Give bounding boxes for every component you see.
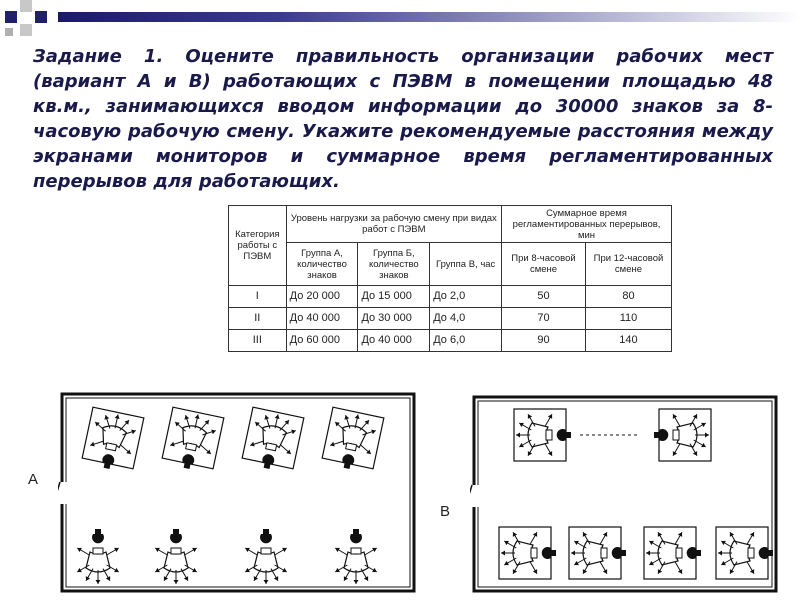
cell-group-v: До 6,0 [429, 329, 503, 352]
header-gradient-bar [58, 12, 800, 22]
header-category: Категория работы с ПЭВМ [228, 205, 287, 286]
cell-12h: 110 [584, 307, 673, 330]
variant-a-label: A [28, 471, 39, 488]
workstation [643, 526, 701, 580]
cell-category: I [228, 285, 287, 308]
workstation [568, 526, 626, 580]
cell-12h: 80 [584, 285, 673, 308]
header-group-v: Группа В, час [429, 242, 503, 286]
cell-group-v: До 2,0 [429, 285, 503, 308]
door-leaf [470, 484, 473, 495]
cell-group-b: До 15 000 [357, 285, 431, 308]
header-load: Уровень нагрузки за рабочую смену при ви… [285, 205, 503, 243]
cell-category: III [228, 329, 287, 352]
header-breaks: Суммарное время регламентированных перер… [501, 205, 672, 243]
workstation [321, 406, 385, 470]
header-group-b: Группа Б, количество знаков [357, 242, 431, 286]
header-8h: При 8-часовой смене [501, 242, 586, 286]
workstation [154, 529, 198, 584]
cell-8h: 70 [501, 307, 586, 330]
task-text: Задание 1. Оцените правильность организа… [33, 46, 773, 192]
variant-b-floor-plan [470, 395, 778, 593]
table-row: I До 20 000 До 15 000 До 2,0 50 80 [228, 285, 673, 308]
cell-group-a: До 40 000 [285, 307, 359, 330]
variant-b-label: B [440, 503, 451, 520]
door-opening [471, 485, 481, 507]
cell-group-b: До 30 000 [357, 307, 431, 330]
workstation [81, 406, 145, 470]
cell-group-b: До 40 000 [357, 329, 431, 352]
cell-group-a: До 20 000 [285, 285, 359, 308]
workstation [513, 408, 571, 462]
workstation [76, 529, 120, 584]
workstation [161, 406, 225, 470]
workstation [334, 529, 378, 584]
door-leaf [58, 481, 61, 492]
door-opening [59, 482, 69, 504]
workstation [498, 526, 556, 580]
header-square-gray [5, 28, 13, 36]
table-row: III До 60 000 До 40 000 До 6,0 90 140 [228, 329, 673, 352]
workstation [715, 526, 773, 580]
cell-group-a: До 60 000 [285, 329, 359, 352]
table-row: II До 40 000 До 30 000 До 4,0 70 110 [228, 307, 673, 330]
norms-table: Категория работы с ПЭВМ Уровень нагрузки… [228, 205, 673, 352]
workstation [654, 408, 712, 462]
header-12h: При 12-часовой смене [584, 242, 673, 286]
header-square-dark [5, 11, 17, 23]
cell-category: II [228, 307, 287, 330]
cell-8h: 50 [501, 285, 586, 308]
cell-12h: 140 [584, 329, 673, 352]
header-square-gray [20, 24, 32, 36]
variant-a-floor-plan [58, 392, 416, 593]
cell-8h: 90 [501, 329, 586, 352]
header-group-a: Группа А, количество знаков [285, 242, 359, 286]
cell-group-v: До 4,0 [429, 307, 503, 330]
header-square-dark [35, 11, 47, 23]
workstation [244, 529, 288, 584]
workstation [241, 406, 305, 470]
header-square-gray [20, 0, 32, 12]
